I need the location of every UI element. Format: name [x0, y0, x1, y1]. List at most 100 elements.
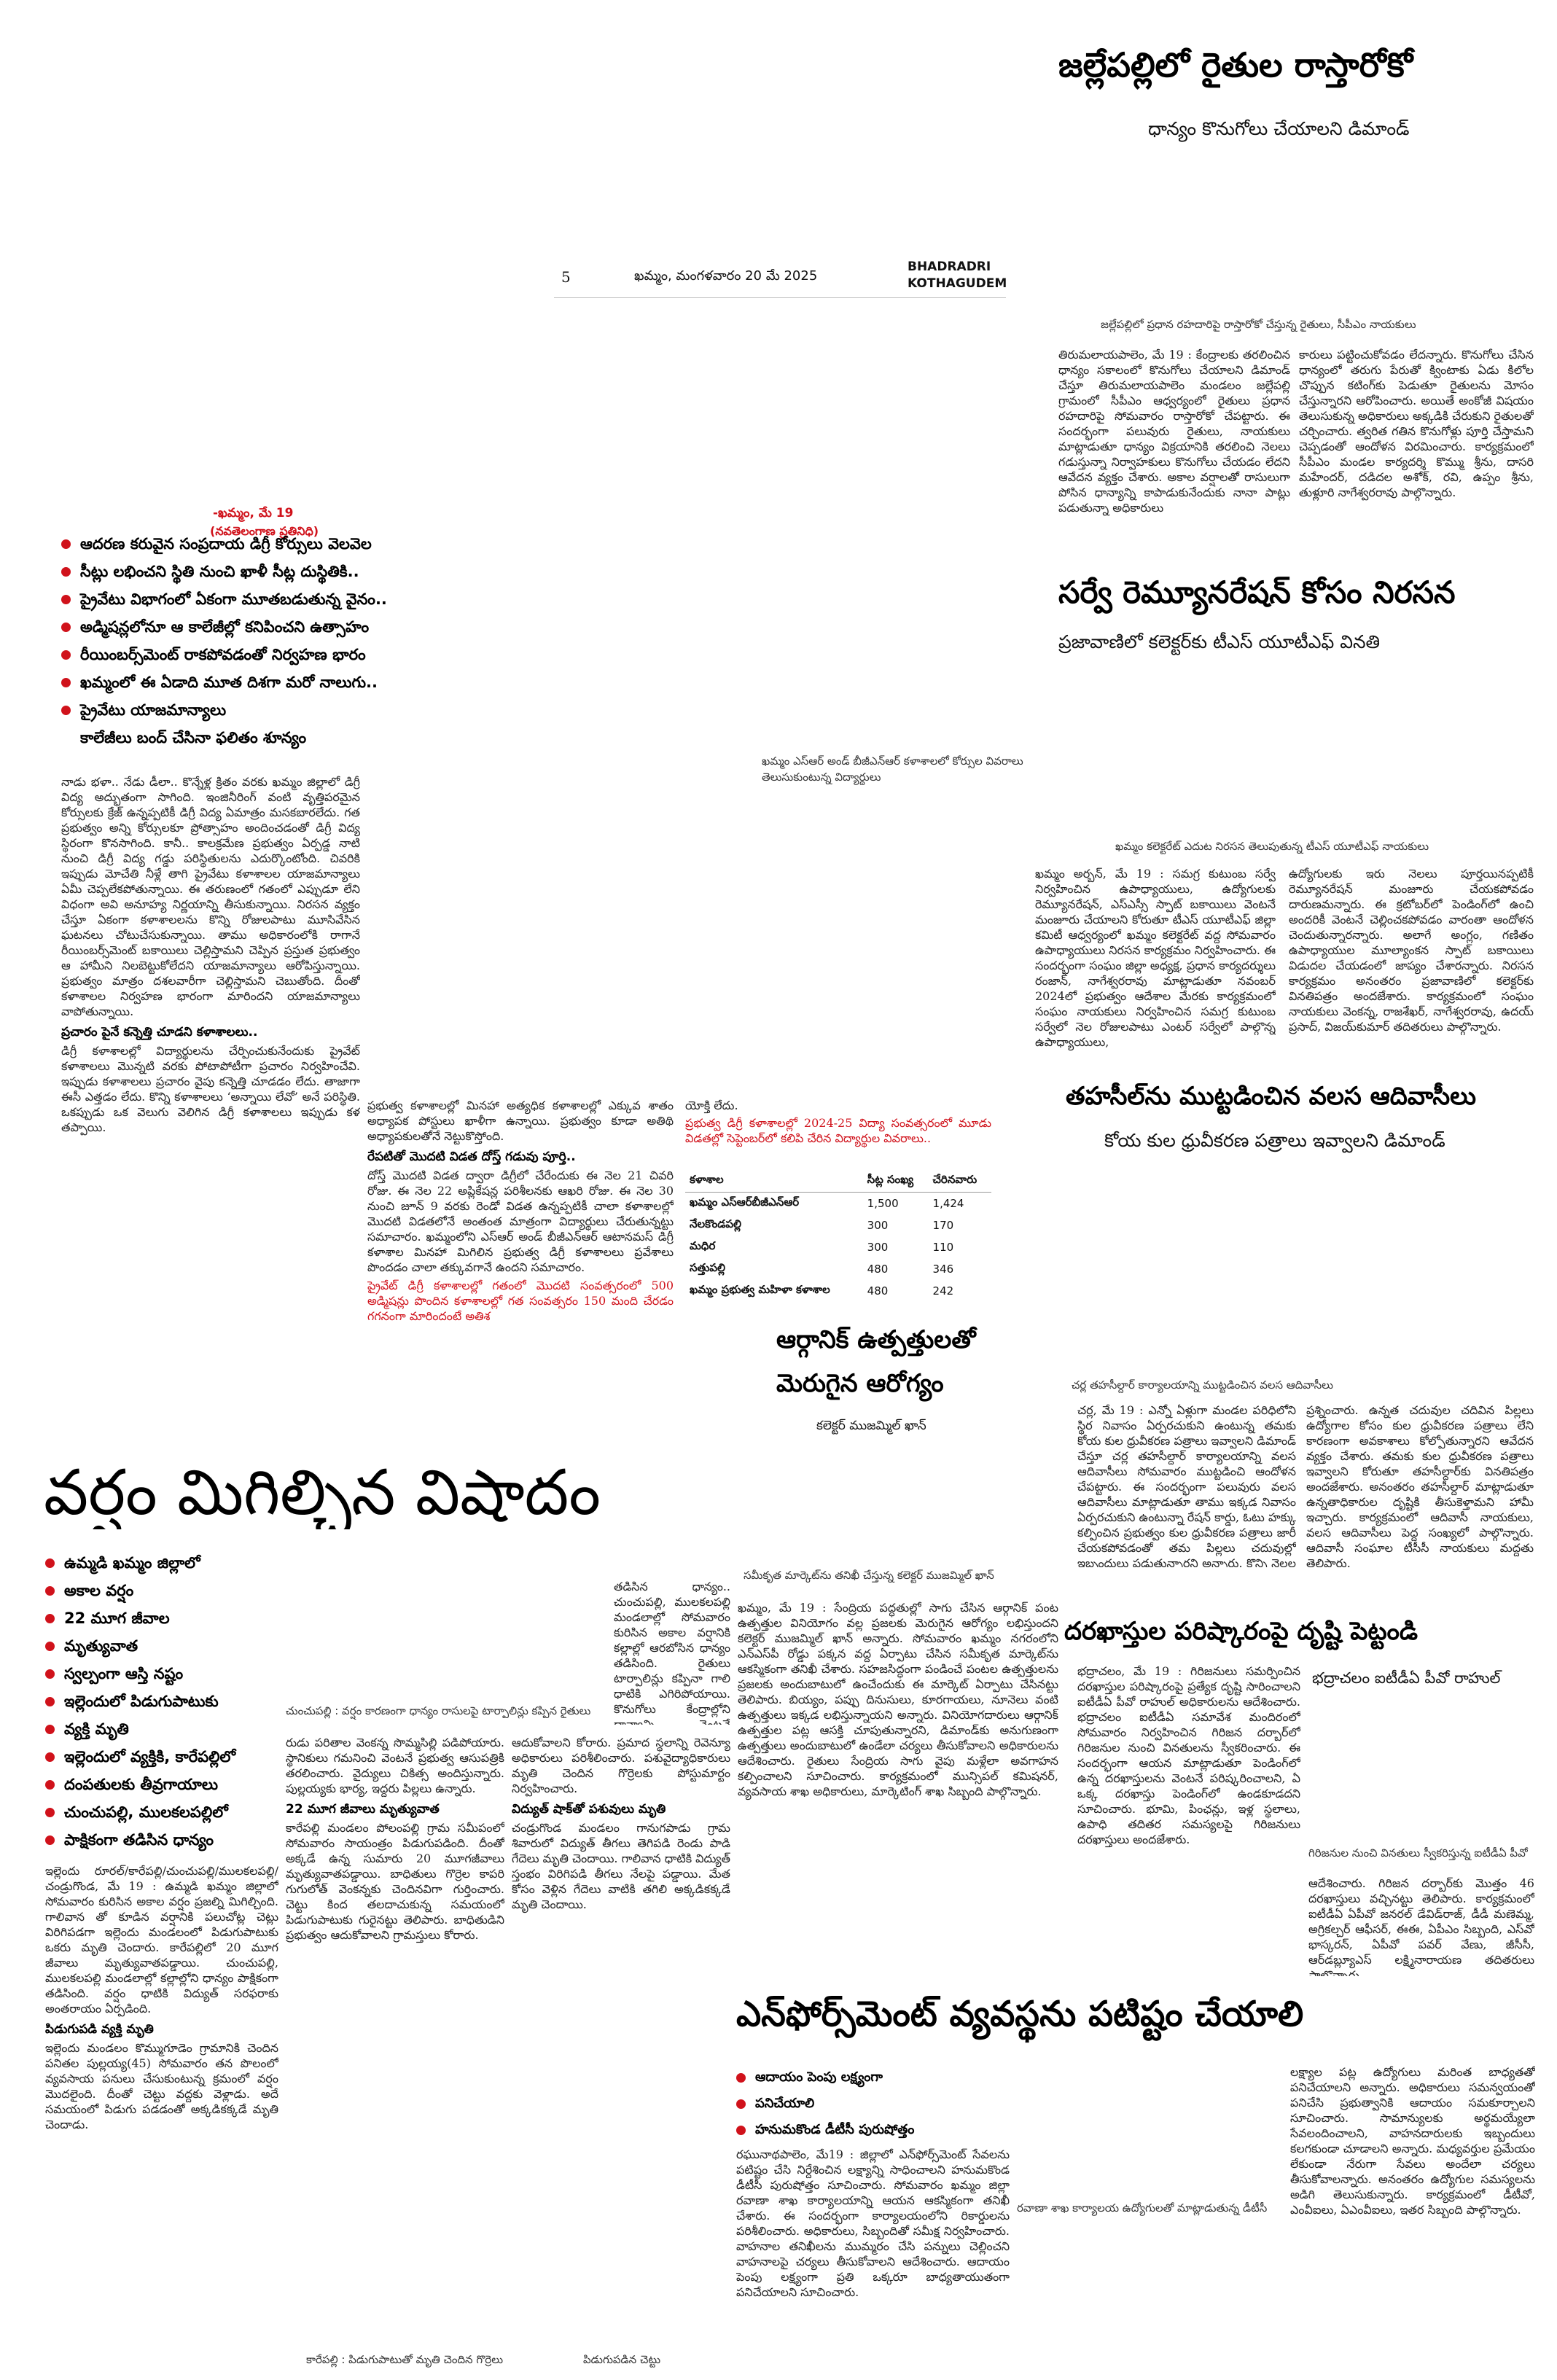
- rain-photo-caption-bottom-mid: పిడుగుపడిన చెట్టు: [583, 2353, 661, 2366]
- seats-table-joined-cell: 170: [932, 1219, 954, 1232]
- rain-col2-subhead: 22 మూగ జీవాలు మృత్యువాత: [286, 1802, 440, 1817]
- folio-page-number: 5: [561, 268, 571, 286]
- enforcement-bullet: హనుమకొండ డీటీసీ పురుషోత్తం: [736, 2117, 1013, 2143]
- rain-col1-text: ఇల్లెందు రూరల్/కారేపల్లి/చుంచుపల్లి/ములక…: [45, 1864, 278, 2016]
- petitions-headline: దరఖాస్తుల పరిష్కారంపై దృష్టి పెట్టండి: [1064, 1617, 1419, 1646]
- rasta-roko-body-col1: తిరుమలాయపాలెం, మే 19 : కేంద్రాలకు తరలించ…: [1058, 348, 1290, 515]
- seats-table-row: ఖమ్మం ఎస్ఆర్‌బీజీఎన్ఆర్ 1,500 1,424: [685, 1193, 991, 1215]
- seats-table-row: ఖమ్మం ప్రభుత్వ మహిళా కళాశాల 480 242: [685, 1280, 991, 1302]
- degree-table-intro: యోక్తి లేదు.: [685, 1099, 738, 1112]
- enforcement-bullet: ఆదాయం పెంపు లక్ష్యంగా: [736, 2064, 1013, 2091]
- degree-col2-note: ప్రైవేట్ డిగ్రీ కళాశాలల్లో గతంలో మొదటి స…: [367, 1279, 674, 1323]
- seats-table-college-cell: ఖమ్మం ప్రభుత్వ మహిళా కళాశాల: [690, 1283, 830, 1296]
- petitions-body-col2: ఆదేశించారు. గిరిజన దర్బార్‌కు మొత్తం 46 …: [1308, 1876, 1534, 1976]
- rain-body-col4: తడిసిన ధాన్యం.. చుంచుపల్లి, ములకలపల్లి మ…: [614, 1580, 730, 1725]
- tahsil-photo-caption: చర్ల తహసీల్దార్ కార్యాలయాన్ని ముట్టడించి…: [1072, 1378, 1333, 1392]
- survey-headline: సర్వే రెమ్యూనరేషన్ కోసం నిరసన: [1058, 574, 1456, 610]
- survey-photo-caption: ఖమ్మం కలెక్టరేట్ ఎదుట నిరసన తెలుపుతున్న …: [1115, 840, 1429, 853]
- rain-headline: వర్షం మిగిల్చిన విషాదం: [44, 1456, 601, 1529]
- seats-table-seats-cell: 300: [867, 1219, 889, 1232]
- seats-table-joined-cell: 242: [932, 1284, 954, 1298]
- tahsil-body-col2: ప్రశ్నించారు. ఉన్నత చదువుల చదివిన పిల్లల…: [1306, 1403, 1534, 1567]
- degree-col1b-text: డిగ్రీ కళాశాలల్లో విద్యార్థులను చేర్పించ…: [61, 1044, 360, 1134]
- seats-table-college-cell: ఖమ్మం ఎస్ఆర్‌బీజీఎన్ఆర్: [690, 1195, 800, 1209]
- seats-table-seats-cell: 480: [867, 1263, 889, 1276]
- rain-body-col3: ఆదుకోవాలని కోరారు. ప్రమాద స్థలాన్ని రెవె…: [512, 1735, 730, 2216]
- degree-bullet: అడ్మిషన్లలోనూ ఆ కాలేజీల్లో కనిపించని ఉత్…: [61, 613, 499, 641]
- degree-dateline: -ఖమ్మం, మే 19: [213, 506, 294, 520]
- rasta-roko-subheadline: ధాన్యం కొనుగోలు చేయాలని డిమాండ్: [1148, 118, 1410, 139]
- seats-table-joined-cell: 110: [932, 1241, 954, 1254]
- rain-photo-caption-left: చుంచుపల్లి : వర్షం కారణంగా ధాన్యం రాసులప…: [286, 1704, 591, 1717]
- rain-bullet-cont: మృత్యువాత: [45, 1632, 278, 1660]
- rain-bullet: 22 మూగ జీవాల: [45, 1604, 278, 1632]
- rain-col2b-text: కారేపల్లి మండలం పోలంపల్లి గ్రామ సమీపంలో …: [286, 1821, 504, 1942]
- seats-table-header-cell: సీట్ల సంఖ్య: [862, 1170, 929, 1193]
- rain-bullet-cont: అకాల వర్షం: [45, 1577, 278, 1604]
- tahsil-subheadline: కోయ కుల ధ్రువీకరణ పత్రాలు ఇవ్వాలని డిమాం…: [1104, 1130, 1445, 1151]
- seats-table-row: నేలకొండపల్లి 300 170: [685, 1214, 991, 1236]
- rain-bullet: చుంచుపల్లి, ములకలపల్లిలో: [45, 1798, 278, 1826]
- degree-body-col1: నాడు భళా.. నేడు డీలా.. కొన్నేళ్ల క్రితం …: [61, 774, 360, 1379]
- seats-table-joined-cell: 346: [932, 1263, 954, 1276]
- enforcement-body-col1: రఘునాథపాలెం, మే19 : జిల్లాలో ఎన్‌ఫోర్స్‌…: [736, 2147, 1010, 2299]
- rain-col3b-text: చండ్రుగొండ మండలం గానుగపాడు గ్రామ శివారుల…: [512, 1821, 730, 1911]
- rasta-roko-headline: జల్లేపల్లిలో రైతుల రాస్తారోకో: [1058, 45, 1413, 85]
- seats-table-college-cell: మధిర: [690, 1239, 716, 1252]
- enforcement-photo-caption: రవాణా శాఖ కార్యాలయ ఉద్యోగులతో మాట్లాడుతు…: [1017, 2201, 1268, 2215]
- seats-table-college-cell: సత్తుపల్లి: [690, 1261, 726, 1274]
- rain-body-col1: ఇల్లెందు రూరల్/కారేపల్లి/చుంచుపల్లి/ములక…: [45, 1863, 278, 2315]
- organic-body: ఖమ్మం, మే 19 : సేంద్రియ పద్ధతుల్లో సాగు …: [738, 1601, 1058, 1798]
- degree-table-note: ప్రభుత్వ డిగ్రీ కళాశాలల్లో 2024-25 విద్య…: [685, 1116, 991, 1145]
- degree-body-col2: ప్రభుత్వ కళాశాలల్లో మినహా అత్యధిక కళాశాల…: [367, 1098, 674, 1382]
- tahsil-body-col1: చర్ల, మే 19 : ఎన్నో ఏళ్లుగా మండల పరిధిలో…: [1077, 1403, 1296, 1567]
- folio-date-line: ఖమ్మం, మంగళవారం 20 మే 2025: [634, 268, 818, 284]
- seats-table-seats-cell: 1,500: [867, 1197, 899, 1210]
- degree-bullet: రీయింబర్స్‌మెంట్ రాకపోవడంతో నిర్వహణ భారం: [61, 641, 499, 668]
- folio-district-2: KOTHAGUDEM: [908, 276, 1007, 291]
- rain-bullet: ఉమ్మడి ఖమ్మం జిల్లాలో: [45, 1549, 278, 1577]
- rain-bullet-cont: పాక్షికంగా తడిసిన ధాన్యం: [45, 1826, 278, 1854]
- rain-photo-caption-bottom-left: కారేపల్లి : పిడుగుపాటుతో మృతి చెందిన గొర…: [306, 2353, 504, 2366]
- tahsil-headline: తహసీల్‌ను ముట్టడించిన వలస ఆదివాసీలు: [1066, 1082, 1477, 1111]
- seats-table-header-cell: కళాశాల: [685, 1170, 863, 1193]
- seats-table-row: మధిర 300 110: [685, 1236, 991, 1258]
- rain-bullet: ఇల్లెందులో పిడుగుపాటుకు: [45, 1688, 278, 1715]
- seats-table-row: సత్తుపల్లి 480 346: [685, 1258, 991, 1280]
- petitions-body-col1: భద్రాచలం, మే 19 : గిరిజనులు సమర్పించిన ద…: [1077, 1664, 1300, 1846]
- rain-col3-text: ఆదుకోవాలని కోరారు. ప్రమాద స్థలాన్ని రెవె…: [512, 1736, 730, 1795]
- degree-reporter: (నవతెలంగాణ ప్రతినిధి): [210, 524, 319, 538]
- rain-col1b-text: ఇల్లెందు మండలం కొమ్ముగూడెం గ్రామానికి చె…: [45, 2041, 278, 2131]
- degree-col1-text: నాడు భళా.. నేడు డీలా.. కొన్నేళ్ల క్రితం …: [61, 775, 360, 1018]
- degree-col2b-text: దోస్త్ మొదటి విడత ద్వారా డిగ్రీలో చేరేంద…: [367, 1168, 674, 1274]
- enforcement-headline: ఎన్‌ఫోర్స్‌మెంట్ వ్యవస్థను పటిష్టం చేయాల…: [736, 1994, 1304, 2034]
- degree-col2-text: ప్రభుత్వ కళాశాలల్లో మినహా అత్యధిక కళాశాల…: [367, 1099, 674, 1143]
- degree-photo-caption: ఖమ్మం ఎస్ఆర్ అండ్ బీజీఎన్ఆర్ కళాశాలలో కో…: [762, 754, 1023, 784]
- enforcement-bullet-cont: పనిచేయాలి: [736, 2091, 1013, 2117]
- rain-body-col2: రుడు పరితాల వెంకన్న సొమ్మసిల్లి పడిపోయార…: [286, 1735, 504, 2216]
- folio-rule: [554, 297, 1006, 298]
- seats-table-seats-cell: 300: [867, 1241, 889, 1254]
- petitions-subheadline: భద్రాచలం ఐటీడీఏ పీవో రాహుల్: [1312, 1669, 1501, 1687]
- rain-col3-subhead: విద్యుత్ షాక్‌తో పశువులు మృతి: [512, 1802, 666, 1817]
- seats-table-header-cell: చేరినవారు: [928, 1170, 991, 1193]
- seats-table-joined-cell: 1,424: [932, 1197, 964, 1210]
- degree-col2-subhead: రేపటితో మొదటి విడత దోస్త్ గడువు పూర్తి..: [367, 1150, 576, 1164]
- rain-bullets: ఉమ్మడి ఖమ్మం జిల్లాలో అకాల వర్షం 22 మూగ …: [45, 1549, 278, 1854]
- rain-bullet: ఇల్లెందులో వ్యక్తికి, కారేపల్లిలో: [45, 1743, 278, 1771]
- rain-bullet-cont: వ్యక్తి మృతి: [45, 1715, 278, 1743]
- degree-bullet: ప్రైవేటు యాజమాన్యాలు: [61, 696, 499, 724]
- seats-table-college-cell: నేలకొండపల్లి: [690, 1217, 741, 1230]
- degree-bullet: ఖమ్మంలో ఈ ఏడాది మూత దిశగా మరో నాలుగు..: [61, 668, 499, 696]
- organic-byline: కలెక్టర్ ముజమ్మిల్ ఖాన్: [816, 1419, 926, 1433]
- seats-table-seats-cell: 480: [867, 1284, 889, 1298]
- rain-bullet: స్వల్పంగా ఆస్తి నష్టం: [45, 1660, 278, 1688]
- folio-district-1: BHADRADRI: [908, 260, 991, 274]
- degree-bullet: సీట్లు లభించని స్థితి నుంచి ఖాళీ సీట్ల ద…: [61, 558, 499, 585]
- organic-photo-caption: సమీకృత మార్కెట్‌ను తనిఖీ చేస్తున్న కలెక్…: [744, 1569, 994, 1582]
- rain-bullet-cont: దంపతులకు తీవ్రగాయాలు: [45, 1771, 278, 1798]
- rasta-roko-photo-caption: జల్లేపల్లిలో ప్రధాన రహదారిపై రాస్తారోకో …: [1101, 318, 1416, 331]
- rain-col1-subhead: పిడుగుపడి వ్యక్తి మృతి: [45, 2022, 154, 2037]
